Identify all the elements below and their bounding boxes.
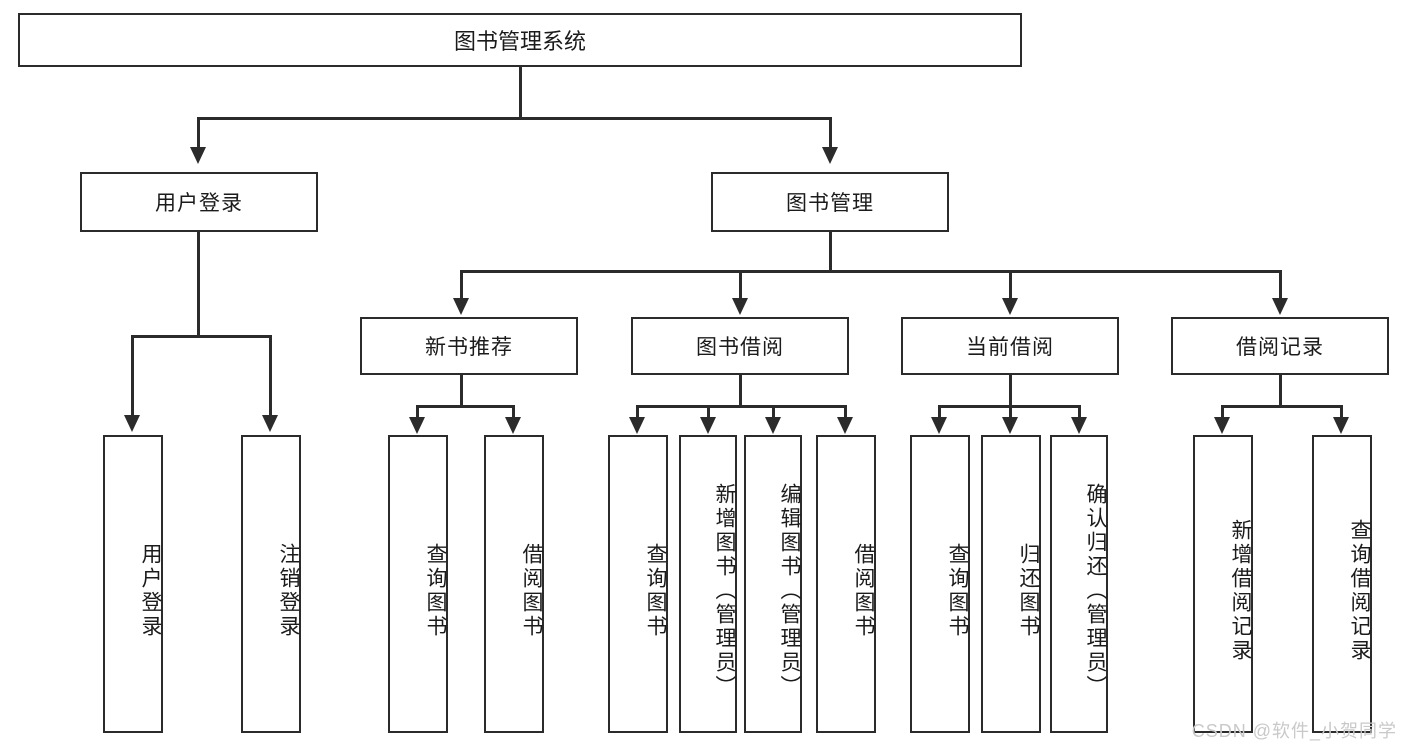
leaf-query-book-current[interactable]: 查询图书 (910, 435, 970, 733)
arrow-to-current-borrow (1002, 298, 1018, 315)
connector-currentborrow-drop-3 (1078, 405, 1081, 417)
node-label: 借阅记录 (1236, 336, 1324, 359)
connector-bookmgmt-drop-4 (1279, 270, 1282, 298)
connector-root-stem (519, 67, 522, 117)
arrow-to-leaf-confirm-return (1071, 417, 1087, 434)
connector-borrowrecord-drop-1 (1221, 405, 1224, 417)
connector-bookborrow-drop-4 (844, 405, 847, 417)
leaf-query-book-newbook[interactable]: 查询图书 (388, 435, 448, 733)
node-label: 查询图书 (424, 543, 447, 639)
node-current-borrow[interactable]: 当前借阅 (901, 317, 1119, 375)
leaf-borrow-book-newbook[interactable]: 借阅图书 (484, 435, 544, 733)
arrow-to-leaf-query-record (1333, 417, 1349, 434)
node-borrow-record[interactable]: 借阅记录 (1171, 317, 1389, 375)
node-label: 查询图书 (644, 543, 667, 639)
node-label: 用户登录 (139, 543, 162, 639)
connector-userlogin-drop-2 (269, 335, 272, 415)
csdn-watermark: CSDN @软件_小贺同学 (1191, 721, 1397, 741)
connector-userlogin-bus (131, 335, 271, 338)
node-label: 确认归还（管理员） (1084, 483, 1107, 699)
node-label: 新增图书（管理员） (713, 483, 736, 699)
connector-root-drop-2 (829, 117, 832, 147)
node-user-login[interactable]: 用户登录 (80, 172, 318, 232)
connector-bookmgmt-drop-3 (1009, 270, 1012, 298)
connector-newbook-drop-2 (512, 405, 515, 417)
connector-currentborrow-drop-1 (938, 405, 941, 417)
connector-bookmgmt-stem (829, 232, 832, 270)
connector-root-drop-1 (197, 117, 200, 147)
node-label: 图书管理 (786, 192, 874, 215)
node-label: 当前借阅 (966, 336, 1054, 359)
leaf-query-borrow-record[interactable]: 查询借阅记录 (1312, 435, 1372, 733)
connector-bookmgmt-drop-1 (460, 270, 463, 298)
node-label: 查询图书 (946, 543, 969, 639)
connector-bookmgmt-drop-2 (739, 270, 742, 298)
leaf-confirm-return-admin[interactable]: 确认归还（管理员） (1050, 435, 1108, 733)
node-label: 借阅图书 (852, 543, 875, 639)
arrow-to-borrow-records (1272, 298, 1288, 315)
node-label: 归还图书 (1017, 543, 1040, 639)
leaf-add-borrow-record[interactable]: 新增借阅记录 (1193, 435, 1253, 733)
arrow-to-leaf-query-book-2 (629, 417, 645, 434)
arrow-to-leaf-user-login (124, 415, 140, 432)
connector-currentborrow-drop-2 (1009, 405, 1012, 417)
leaf-return-book[interactable]: 归还图书 (981, 435, 1041, 733)
connector-bookborrow-drop-1 (636, 405, 639, 417)
arrow-to-leaf-add-book (700, 417, 716, 434)
connector-bookborrow-bus (636, 405, 847, 408)
arrow-to-leaf-edit-book (765, 417, 781, 434)
node-label: 图书借阅 (696, 336, 784, 359)
node-book-borrow[interactable]: 图书借阅 (631, 317, 849, 375)
arrow-to-leaf-query-book-3 (931, 417, 947, 434)
node-label: 注销登录 (277, 543, 300, 639)
node-label: 借阅图书 (520, 543, 543, 639)
connector-borrowrecord-bus (1221, 405, 1343, 408)
arrow-to-book-borrow (732, 298, 748, 315)
arrow-to-leaf-borrow-book-2 (837, 417, 853, 434)
connector-root-bus (197, 117, 831, 120)
arrow-to-leaf-borrow-book-1 (505, 417, 521, 434)
leaf-user-login[interactable]: 用户登录 (103, 435, 163, 733)
node-root-system[interactable]: 图书管理系统 (18, 13, 1022, 67)
arrow-to-leaf-return-book (1002, 417, 1018, 434)
node-label: 新增借阅记录 (1229, 519, 1252, 663)
arrow-to-leaf-logout (262, 415, 278, 432)
leaf-query-book-borrow[interactable]: 查询图书 (608, 435, 668, 733)
connector-bookmgmt-bus (460, 270, 1282, 273)
connector-newbook-bus (416, 405, 515, 408)
arrow-to-new-books (453, 298, 469, 315)
arrow-to-leaf-query-book-1 (409, 417, 425, 434)
node-label: 用户登录 (155, 192, 243, 215)
node-new-book-recommend[interactable]: 新书推荐 (360, 317, 578, 375)
leaf-logout[interactable]: 注销登录 (241, 435, 301, 733)
node-label: 查询借阅记录 (1348, 519, 1371, 663)
connector-newbook-drop-1 (416, 405, 419, 417)
connector-borrowrecord-stem (1279, 375, 1282, 405)
arrow-to-book-manage (822, 147, 838, 164)
connector-newbook-stem (460, 375, 463, 405)
connector-bookborrow-stem (739, 375, 742, 405)
arrow-to-user-login (190, 147, 206, 164)
connector-currentborrow-stem (1009, 375, 1012, 405)
leaf-borrow-book-borrow[interactable]: 借阅图书 (816, 435, 876, 733)
connector-userlogin-stem (197, 232, 200, 335)
arrow-to-leaf-add-record (1214, 417, 1230, 434)
connector-userlogin-drop-1 (131, 335, 134, 415)
leaf-add-book-admin[interactable]: 新增图书（管理员） (679, 435, 737, 733)
connector-bookborrow-drop-2 (707, 405, 710, 417)
node-label: 编辑图书（管理员） (778, 483, 801, 699)
node-label: 图书管理系统 (453, 29, 586, 54)
node-book-management[interactable]: 图书管理 (711, 172, 949, 232)
node-label: 新书推荐 (425, 336, 513, 359)
connector-bookborrow-drop-3 (772, 405, 775, 417)
leaf-edit-book-admin[interactable]: 编辑图书（管理员） (744, 435, 802, 733)
connector-borrowrecord-drop-2 (1340, 405, 1343, 417)
